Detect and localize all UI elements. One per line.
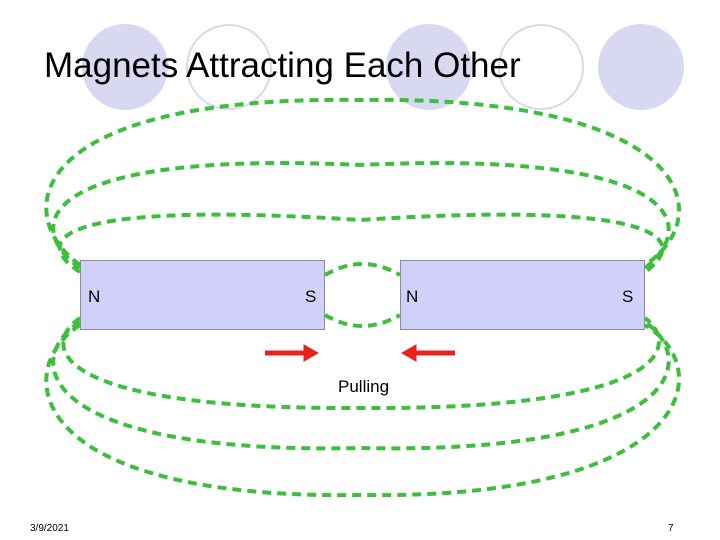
arrow-right-head xyxy=(304,345,318,361)
field-line-bottom-1 xyxy=(46,325,679,495)
pulling-label: Pulling xyxy=(338,377,389,397)
slide-number: 7 xyxy=(668,523,674,534)
slide-date: 3/9/2021 xyxy=(30,523,69,534)
field-line-top-1 xyxy=(46,100,679,265)
magnet-right-pole-n: N xyxy=(406,287,418,307)
magnet-left-pole-s: S xyxy=(305,287,316,307)
magnet-right-pole-s: S xyxy=(622,287,633,307)
arrow-left-head xyxy=(402,345,416,361)
magnet-left-pole-n: N xyxy=(88,287,100,307)
field-line-gap-bottom xyxy=(325,315,400,326)
field-line-gap-top xyxy=(325,264,400,275)
